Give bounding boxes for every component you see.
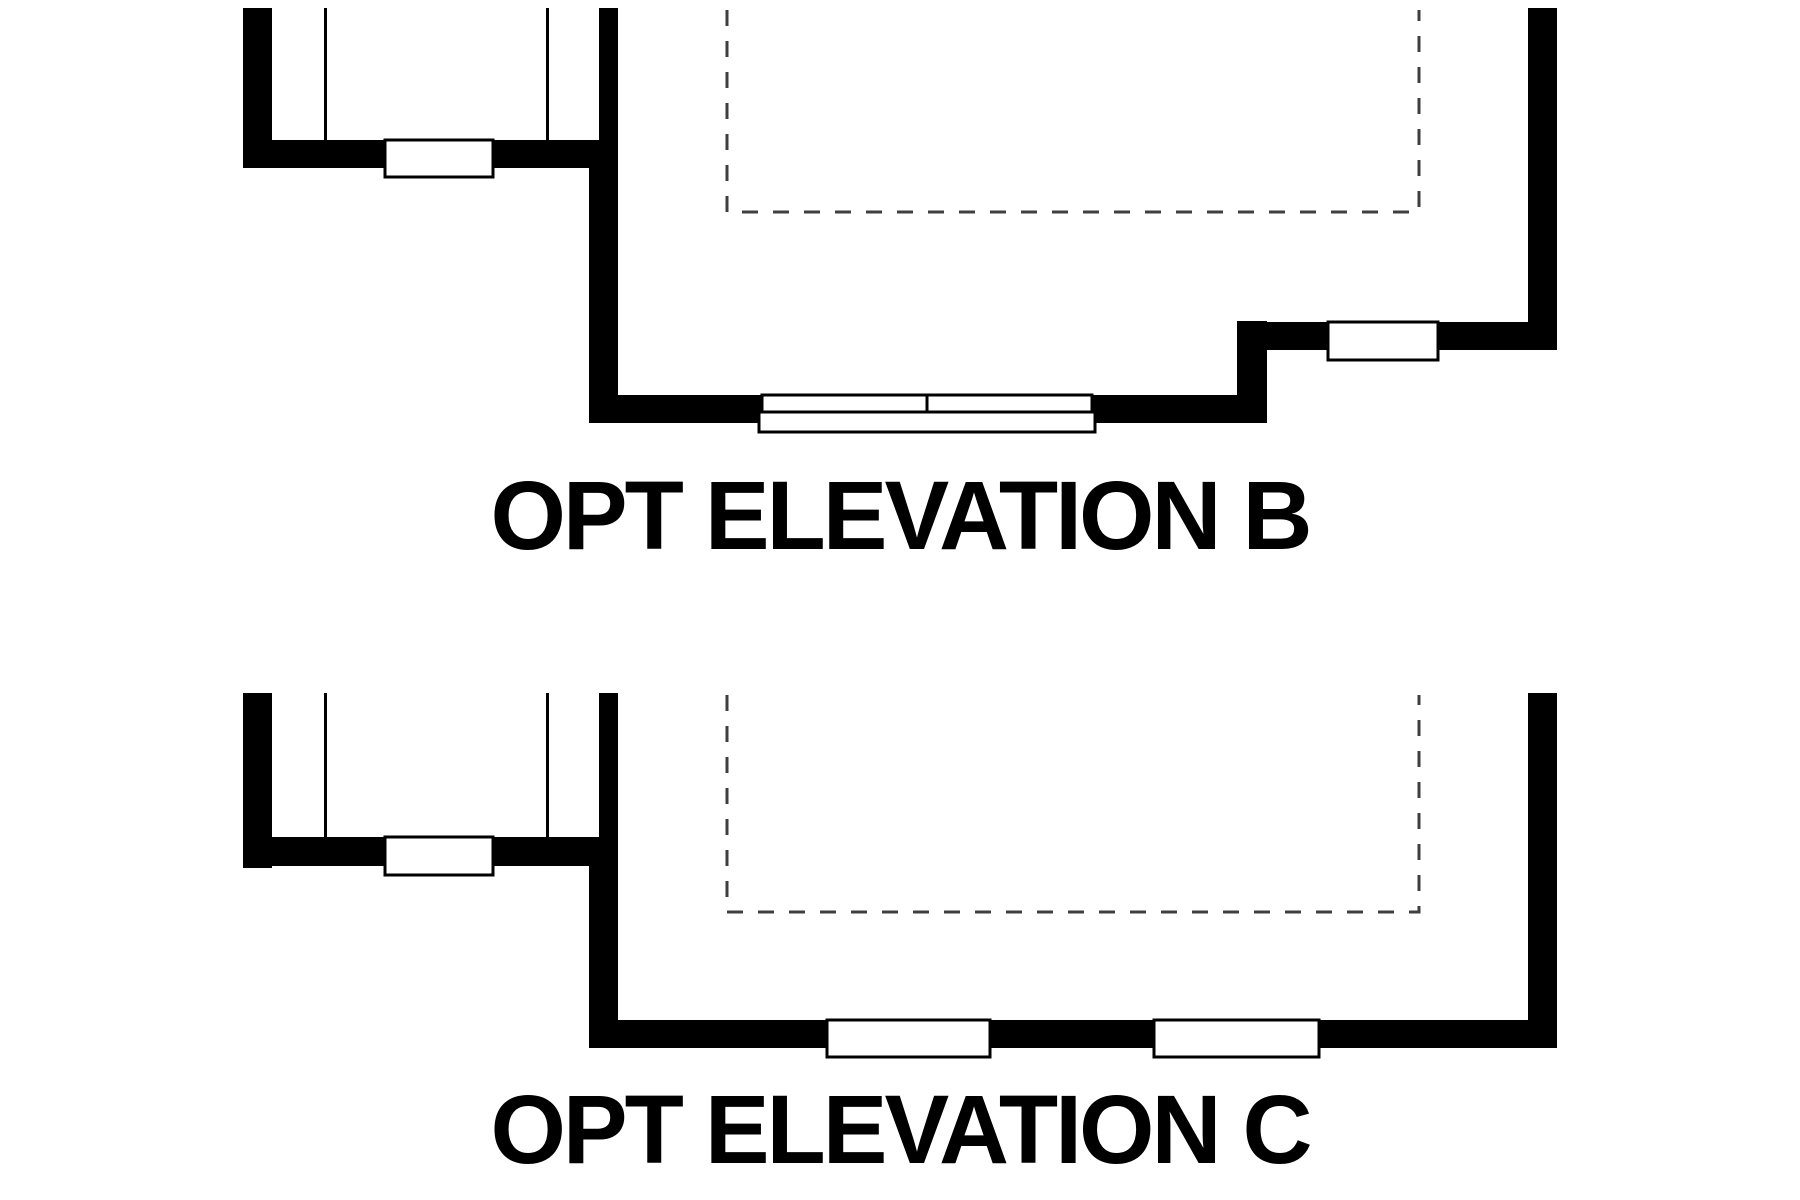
window (925, 393, 1094, 414)
porch-dashed-outline (725, 10, 1421, 214)
wall-segment (1528, 693, 1557, 1048)
wall-edge-line (324, 693, 327, 837)
wall-edge-line (546, 8, 549, 140)
opt-elevation-c (243, 693, 1557, 1059)
window (1152, 1018, 1321, 1059)
wall-edge-line (546, 693, 549, 837)
opt-elevation-b (243, 8, 1557, 434)
wall-edge-line (324, 8, 327, 140)
wall-segment (589, 1020, 1557, 1048)
window (757, 410, 1097, 434)
wall-segment (589, 140, 618, 423)
elevation-b-title: OPT ELEVATION B (490, 461, 1312, 570)
window (383, 138, 495, 179)
porch-dashed-outline (725, 695, 1421, 914)
window (825, 1018, 992, 1059)
wall-segment (589, 837, 618, 1048)
wall-segment (1528, 8, 1557, 350)
window (760, 393, 929, 414)
window (1326, 320, 1440, 362)
window (383, 835, 495, 877)
wall-segment (599, 8, 618, 144)
wall-segment (599, 693, 618, 841)
elevation-c-title: OPT ELEVATION C (490, 1075, 1312, 1184)
